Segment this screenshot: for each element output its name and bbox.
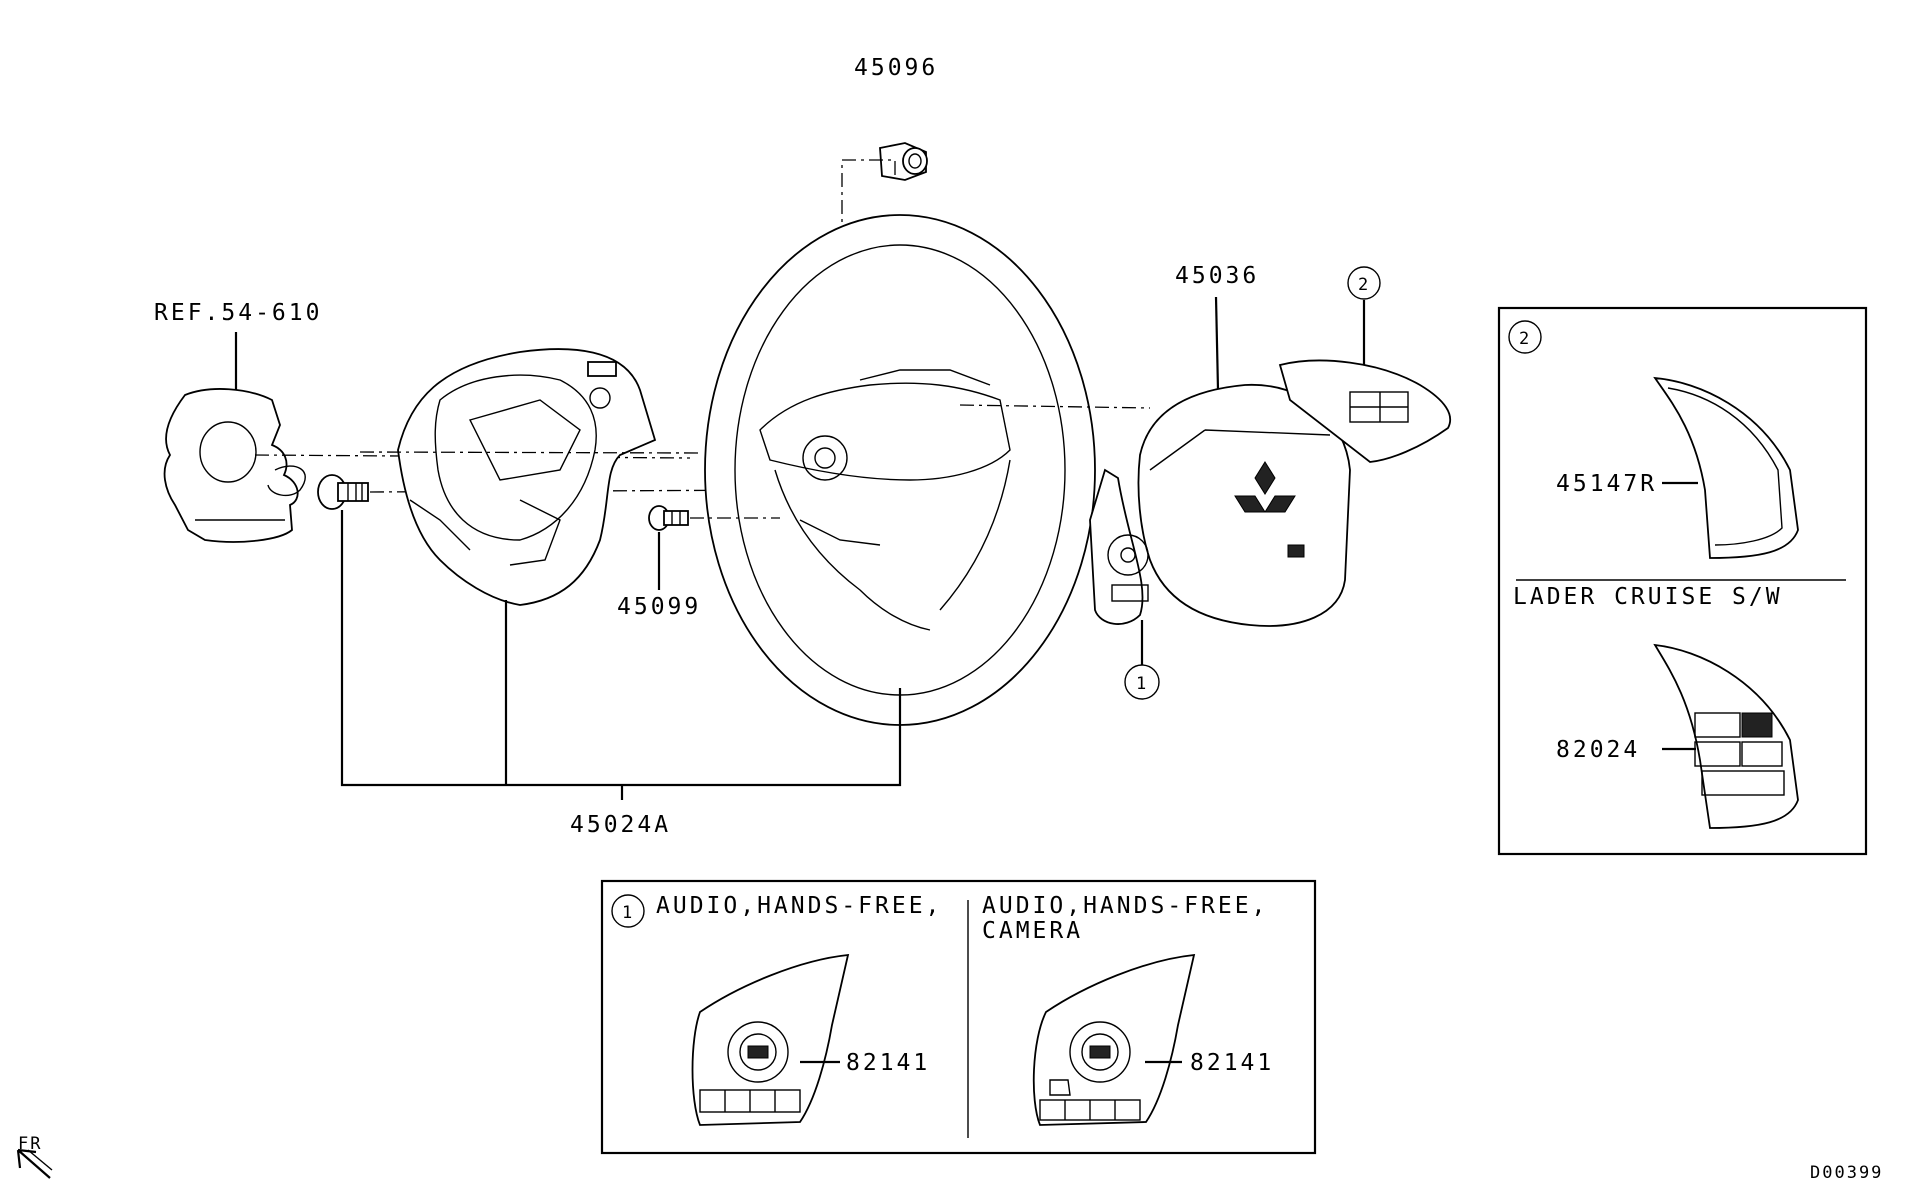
leader-45036 bbox=[1214, 296, 1220, 391]
box-lader-cruise bbox=[1497, 306, 1868, 856]
label-45024a[interactable]: 45024A bbox=[570, 812, 671, 838]
callout-1-box bbox=[611, 894, 645, 928]
cruise-switch-part[interactable] bbox=[1278, 359, 1451, 463]
front-arrow-icon bbox=[16, 1148, 53, 1179]
callout-1-label[interactable]: 1 bbox=[1136, 674, 1148, 694]
airbag-module-part[interactable] bbox=[1137, 384, 1351, 627]
bolt-45099[interactable] bbox=[648, 505, 689, 531]
audio-switch-part[interactable] bbox=[1089, 468, 1149, 625]
label-45036[interactable]: 45036 bbox=[1175, 263, 1259, 289]
leader-airbag bbox=[959, 404, 1151, 409]
label-audio-right-1[interactable]: AUDIO,HANDS-FREE, bbox=[982, 893, 1268, 919]
callout-2-top-label[interactable]: 2 bbox=[1358, 275, 1370, 295]
switch-82141-left[interactable] bbox=[691, 953, 850, 1126]
box-audio-switches bbox=[600, 879, 1317, 1155]
callout-2-box bbox=[1508, 320, 1542, 354]
label-audio-left[interactable]: AUDIO,HANDS-FREE, bbox=[656, 893, 942, 919]
label-45096[interactable]: 45096 bbox=[854, 55, 938, 81]
callout-1-box-label[interactable]: 1 bbox=[622, 903, 634, 923]
label-ref-54-610[interactable]: REF.54-610 bbox=[154, 300, 322, 326]
switch-82024-part[interactable] bbox=[1653, 643, 1799, 829]
label-45099[interactable]: 45099 bbox=[617, 594, 701, 620]
label-82141-right[interactable]: 82141 bbox=[1190, 1050, 1274, 1076]
steering-wheel-part[interactable] bbox=[704, 214, 1096, 726]
label-audio-right-2[interactable]: CAMERA bbox=[982, 918, 1083, 944]
label-45147r[interactable]: 45147R bbox=[1556, 471, 1657, 497]
switch-45147r-part[interactable] bbox=[1653, 376, 1799, 559]
callout-2-box-label[interactable]: 2 bbox=[1519, 329, 1531, 349]
leader-cover bbox=[359, 451, 701, 454]
callout-2-top bbox=[1347, 266, 1381, 300]
label-82141-left[interactable]: 82141 bbox=[846, 1050, 930, 1076]
diagram-code[interactable]: D00399 bbox=[1810, 1163, 1883, 1183]
label-fr[interactable]: FR bbox=[18, 1134, 42, 1154]
label-82024[interactable]: 82024 bbox=[1556, 737, 1640, 763]
callout-1 bbox=[1124, 664, 1160, 700]
screw-left[interactable] bbox=[317, 474, 369, 510]
label-lader-cruise[interactable]: LADER CRUISE S/W bbox=[1513, 584, 1783, 610]
column-cover-part[interactable] bbox=[397, 348, 657, 606]
clock-spring-part[interactable] bbox=[163, 388, 306, 543]
switch-82141-right[interactable] bbox=[1032, 953, 1196, 1126]
nut-45096[interactable] bbox=[879, 142, 928, 181]
